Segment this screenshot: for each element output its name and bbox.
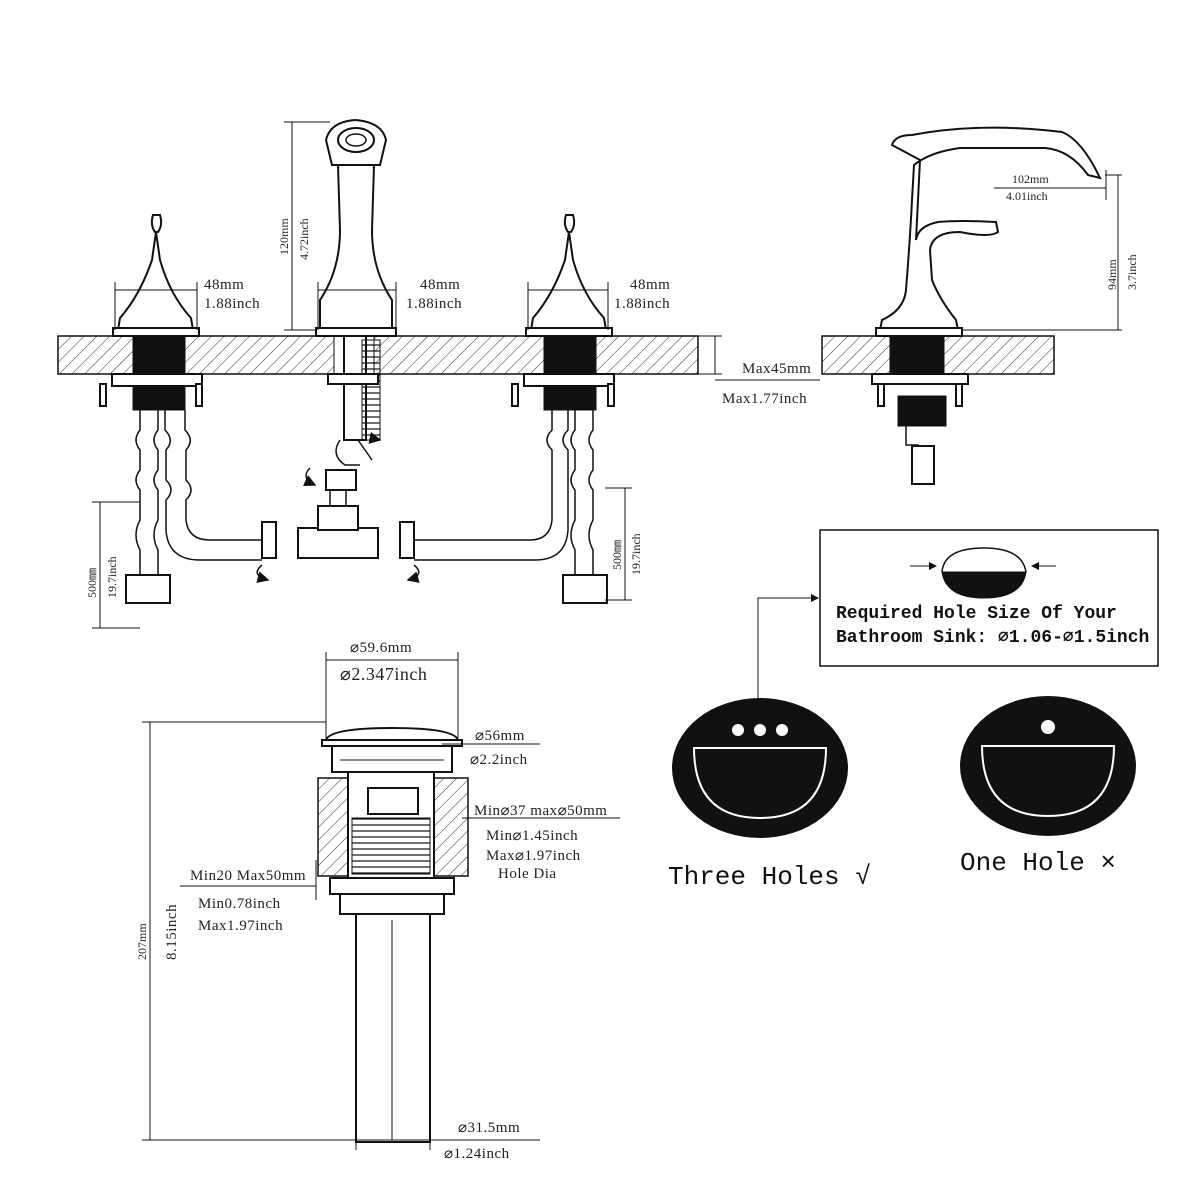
drain-length-mm: 207mm — [135, 923, 149, 960]
side-height-in: 3.7inch — [1125, 254, 1139, 290]
hole-note-line2: Bathroom Sink: ⌀1.06-⌀1.5inch — [836, 628, 1149, 648]
right-handle — [525, 214, 613, 337]
spout-dia-in: 1.88inch — [406, 296, 462, 312]
thickness-mm: Min20 Max50mm — [190, 868, 306, 884]
tail-dia-in: ⌀1.24inch — [444, 1146, 510, 1162]
one-hole-sink — [960, 696, 1136, 836]
left-handle-dia-in: 1.88inch — [204, 296, 260, 312]
flange-dia-in: ⌀2.2inch — [470, 752, 528, 768]
deck-max-mm: Max45mm — [742, 361, 811, 377]
left-handle-dia-mm: 48mm — [204, 277, 244, 293]
tee-connector — [256, 490, 420, 583]
tail-dia-mm: ⌀31.5mm — [458, 1120, 520, 1136]
left-handle — [112, 214, 200, 337]
hole-max-in: Max⌀1.97inch — [486, 848, 581, 864]
hose-left-in: 19.7inch — [105, 556, 119, 598]
right-handle-dia-mm: 48mm — [630, 277, 670, 293]
three-hole-sink — [672, 698, 848, 838]
pop-up-drain: ⌀59.6mm ⌀2.347inch ⌀56mm ⌀2.2inch Min⌀37… — [135, 640, 620, 1162]
drain-length-in: 8.15inch — [164, 904, 180, 960]
side-reach-in: 4.01inch — [1006, 189, 1048, 203]
one-hole-label: One Hole × — [960, 848, 1116, 878]
deck-max-in: Max1.77inch — [722, 391, 807, 407]
hole-min-in: Min⌀1.45inch — [486, 828, 578, 844]
side-faucet-body — [878, 126, 1102, 331]
front-view: 48mm 1.88inch 48mm 1.88inch 48mm 1.88inc… — [57, 118, 820, 629]
hose-right-mm: 500㎜ — [610, 540, 624, 570]
spout-dia-mm: 48mm — [420, 277, 460, 293]
thickness-max-in: Max1.97inch — [198, 918, 283, 934]
right-handle-dia-in: 1.88inch — [614, 296, 670, 312]
left-mount-hole — [132, 335, 186, 375]
spout-height-in: 4.72inch — [297, 218, 311, 260]
drain-cap — [324, 726, 460, 741]
side-reach-mm: 102mm — [1012, 172, 1049, 186]
cap-dia-in: ⌀2.347inch — [340, 664, 427, 684]
hole-dia-label: Hole Dia — [498, 866, 557, 882]
left-under-hardware — [99, 373, 262, 604]
hose-left-mm: 500㎜ — [85, 568, 99, 598]
three-holes-label: Three Holes √ — [668, 862, 871, 892]
side-view: 102mm 4.01inch 94mm 3.7inch — [821, 126, 1139, 485]
thickness-min-in: Min0.78inch — [198, 896, 281, 912]
hose-right-in: 19.7inch — [629, 533, 643, 575]
flange-dia-mm: ⌀56mm — [475, 728, 525, 744]
hole-note-line1: Required Hole Size Of Your — [836, 604, 1117, 624]
center-spout — [302, 118, 397, 491]
side-height-mm: 94mm — [1105, 259, 1119, 290]
cap-dia-mm: ⌀59.6mm — [350, 640, 412, 656]
spout-height-mm: 120mm — [277, 218, 291, 255]
drain-tailpipe — [355, 913, 431, 1143]
hole-size-note: Required Hole Size Of Your Bathroom Sink… — [757, 529, 1159, 706]
hole-range-mm: Min⌀37 max⌀50mm — [474, 803, 607, 819]
front-dimensions — [92, 121, 820, 629]
right-under-hardware — [414, 373, 615, 604]
